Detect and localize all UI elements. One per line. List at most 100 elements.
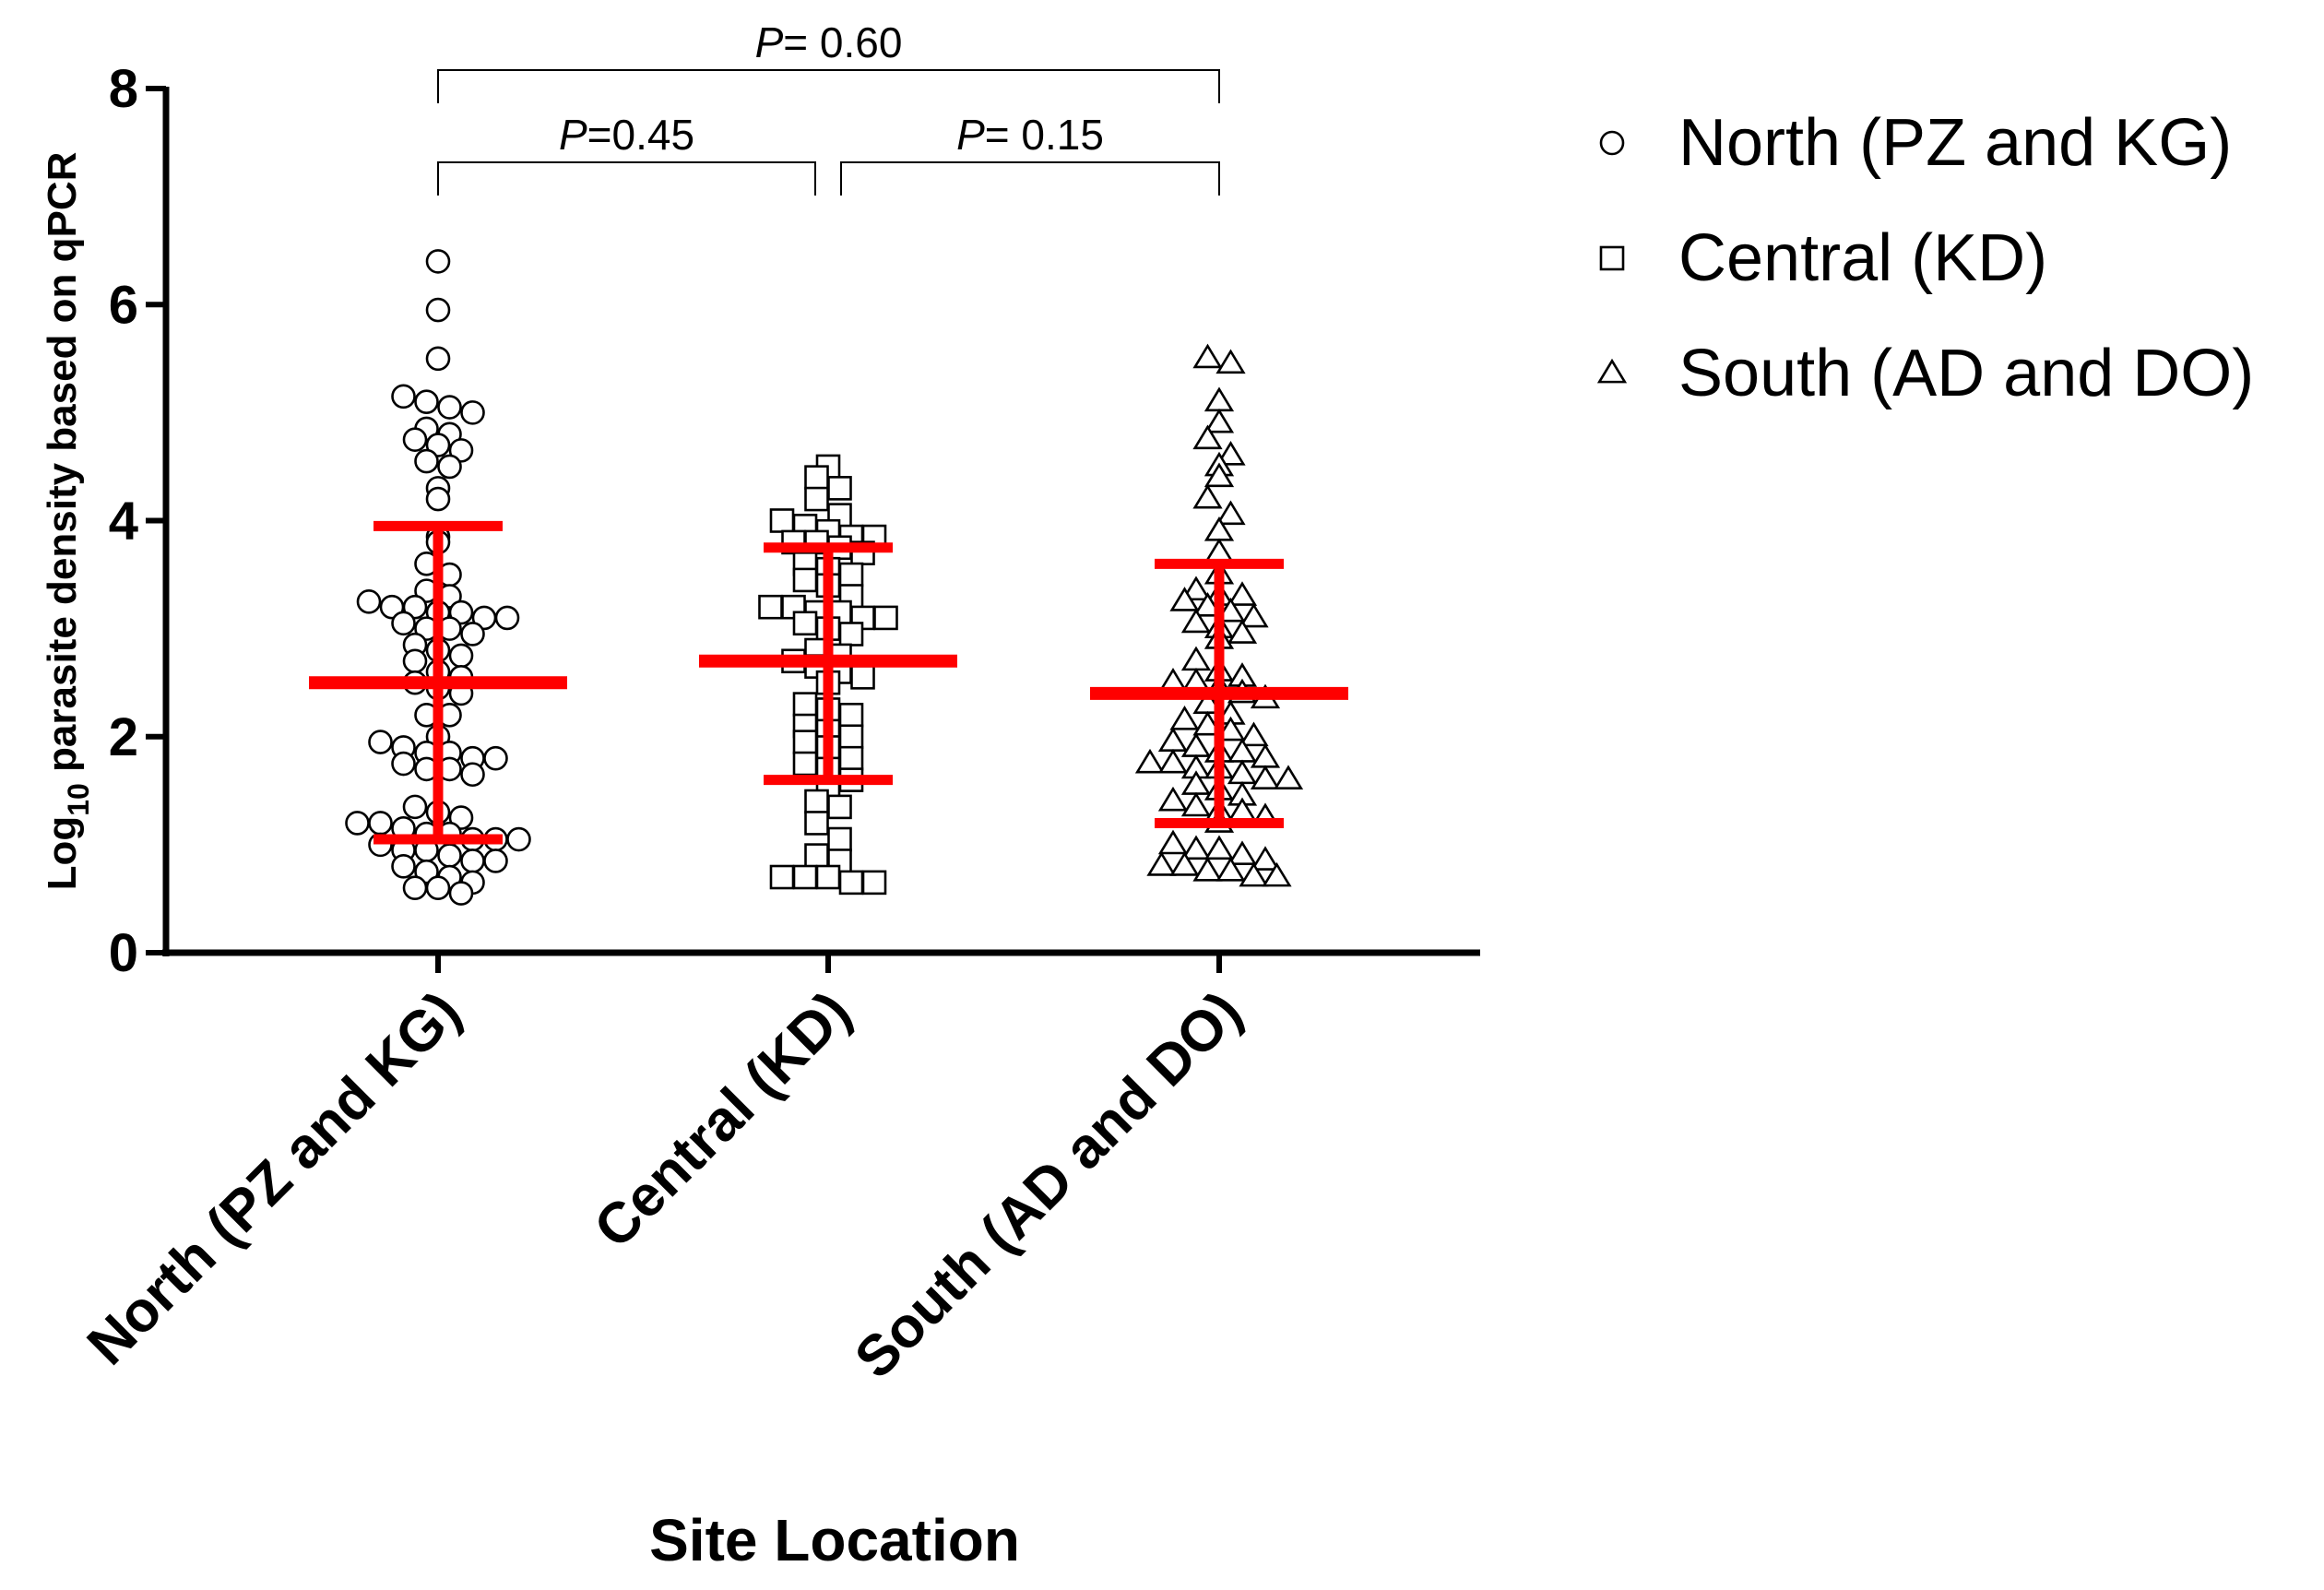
data-point [1215,500,1246,526]
data-point [827,826,852,852]
data-point [1250,742,1281,768]
data-point [391,853,416,879]
data-point [425,346,451,372]
data-point [437,395,462,420]
data-point [1157,786,1189,812]
data-point [368,730,393,754]
data-point [494,605,520,631]
data-point [345,811,370,836]
data-point [838,562,864,587]
p-value-label: P=0.45 [559,111,694,159]
data-point [437,454,462,480]
data-point [827,794,852,820]
data-point [838,622,864,647]
data-point [804,843,829,868]
data-point [804,486,829,512]
data-point [1157,748,1189,774]
data-point [425,297,451,323]
legend-label: Central (KD) [1678,221,2047,295]
y-axis-title-main: Log [40,816,85,891]
data-point [356,589,382,614]
data-point [769,864,795,890]
legend-label: North (PZ and KG) [1678,106,2232,180]
y-axis-title-subscript: 10 [62,783,95,816]
data-point [1204,538,1235,564]
data-point [402,648,428,674]
y-tick-label: 0 [109,923,138,983]
data-point [1180,575,1212,601]
data-point [460,622,485,647]
data-point [402,875,428,901]
data-point [1157,829,1189,855]
data-point [425,249,451,274]
data-point [815,864,841,890]
data-point [873,605,898,631]
data-point [391,611,416,636]
data-point [425,486,451,512]
data-point [838,870,864,896]
data-point [1169,587,1200,611]
y-tick-label: 6 [109,275,138,335]
data-point [1273,765,1304,790]
data-point [792,611,818,636]
data-point [1262,861,1292,887]
data-point [483,745,508,771]
legend-marker [1596,358,1628,384]
data-point [1227,759,1258,785]
data-point [1204,462,1235,488]
significance-bracket [437,161,816,196]
data-point [1192,710,1223,736]
x-tick-label: South (AD and DO) [843,979,1254,1391]
data-point [827,476,852,501]
y-tick-label: 4 [109,492,138,552]
data-point [792,751,818,777]
data-point [1215,716,1246,742]
data-point [1239,721,1269,747]
y-tick-label: 8 [109,59,138,119]
data-point [792,692,818,717]
data-point [1239,861,1269,887]
data-point [1204,408,1235,433]
data-point [804,789,829,814]
data-point [1180,732,1212,757]
data-point [1192,483,1223,509]
data-point [402,427,428,452]
data-point [402,794,428,820]
x-tick-label: North (PZ and KG) [76,979,473,1377]
legend-marker [1599,130,1625,156]
data-point [1192,856,1223,882]
data-point [460,762,485,788]
data-point [483,848,508,873]
data-point [804,465,829,490]
data-point [1215,349,1246,374]
data-point [460,400,485,425]
data-point [1146,851,1177,876]
data-point [425,875,451,901]
data-point [1180,791,1212,817]
data-point [769,508,795,533]
p-value-text: = 0.60 [783,18,902,66]
data-point [1204,835,1235,860]
data-point [1227,840,1258,866]
p-value-text: =0.45 [587,111,694,159]
y-axis-title: Log10 parasite density based on qPCR [40,152,95,891]
data-point [1215,856,1246,882]
p-value-label: P= 0.15 [956,111,1104,159]
data-point [792,567,818,593]
significance-bracket [437,69,1220,103]
p-symbol: P [755,18,784,66]
data-point [1157,727,1189,753]
data-point [1215,597,1246,623]
p-symbol: P [559,111,587,159]
data-point [1192,592,1223,617]
legend-label: South (AD and DO) [1678,337,2254,410]
data-point [1215,441,1246,466]
data-point [437,843,462,868]
data-point [1192,343,1223,369]
data-point [1227,581,1258,606]
data-point [1180,646,1212,671]
data-point [1239,602,1269,628]
data-point [1192,424,1223,450]
